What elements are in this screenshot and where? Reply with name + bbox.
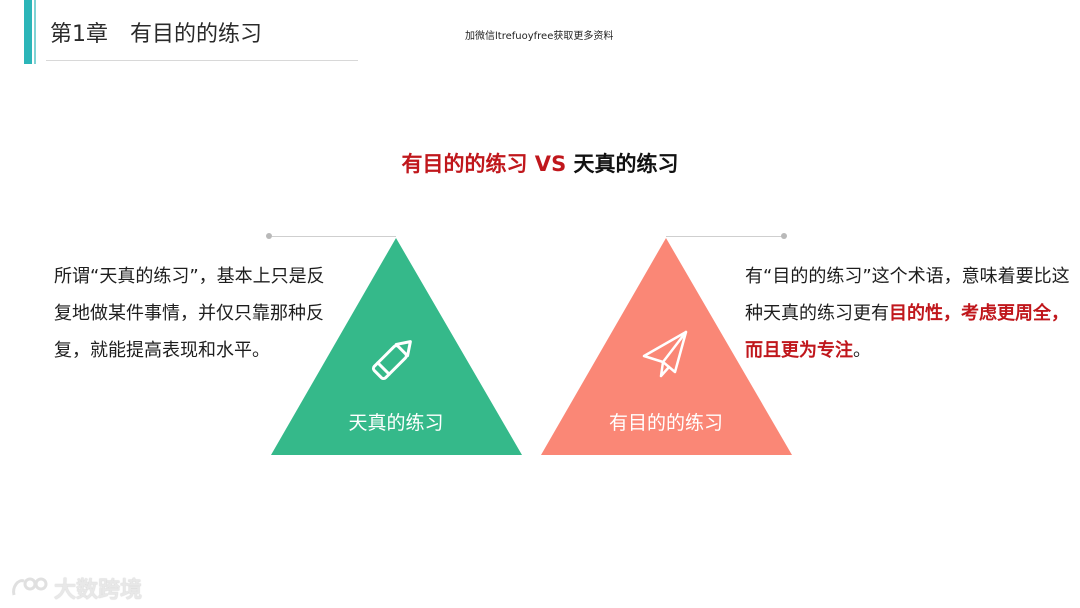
logo-text: 大数跨境: [54, 578, 143, 603]
purposeful-text-after: 。: [853, 340, 871, 361]
paper-plane-icon: [642, 330, 688, 378]
chapter-title: 第1章 有目的的练习: [50, 22, 262, 47]
heading-vs: VS: [527, 152, 574, 176]
watermark-text: 加微信ltrefuoyfree获取更多资料: [465, 31, 614, 42]
connector-line-left: [272, 236, 396, 237]
chapter-underline: [46, 60, 358, 61]
pencil-icon: [371, 340, 412, 381]
connector-dot-left: [266, 233, 272, 239]
connector-dot-right: [781, 233, 787, 239]
triangle-label-purposeful: 有目的的练习: [608, 412, 723, 434]
heading-part-purposeful: 有目的的练习: [401, 152, 528, 176]
logo: 大数跨境: [10, 572, 142, 604]
triangle-purposeful: [541, 238, 792, 455]
triangle-label-naive: 天真的练习: [348, 412, 444, 434]
naive-practice-description: 所谓“天真的练习”，基本上只是反复地做某件事情，并仅只靠那种反复，就能提高表现和…: [54, 266, 325, 361]
purposeful-text-before: 有“目的的练习”这个术语，意味着要比这种天真的练习更有: [745, 266, 1070, 324]
purposeful-practice-description: 有“目的的练习”这个术语，意味着要比这种天真的练习更有目的性，考虑更周全，而且更…: [745, 258, 1070, 369]
accent-bar-thin: [34, 0, 36, 64]
connector-line-right: [666, 236, 782, 237]
purposeful-text-emphasis: 目的性，考虑更周全，而且更为专注: [745, 303, 1069, 361]
logo-icon: [12, 577, 48, 596]
accent-bar: [24, 0, 32, 64]
main-heading: 有目的的练习 VS 天真的练习: [0, 148, 1080, 178]
heading-part-naive: 天真的练习: [573, 152, 679, 176]
